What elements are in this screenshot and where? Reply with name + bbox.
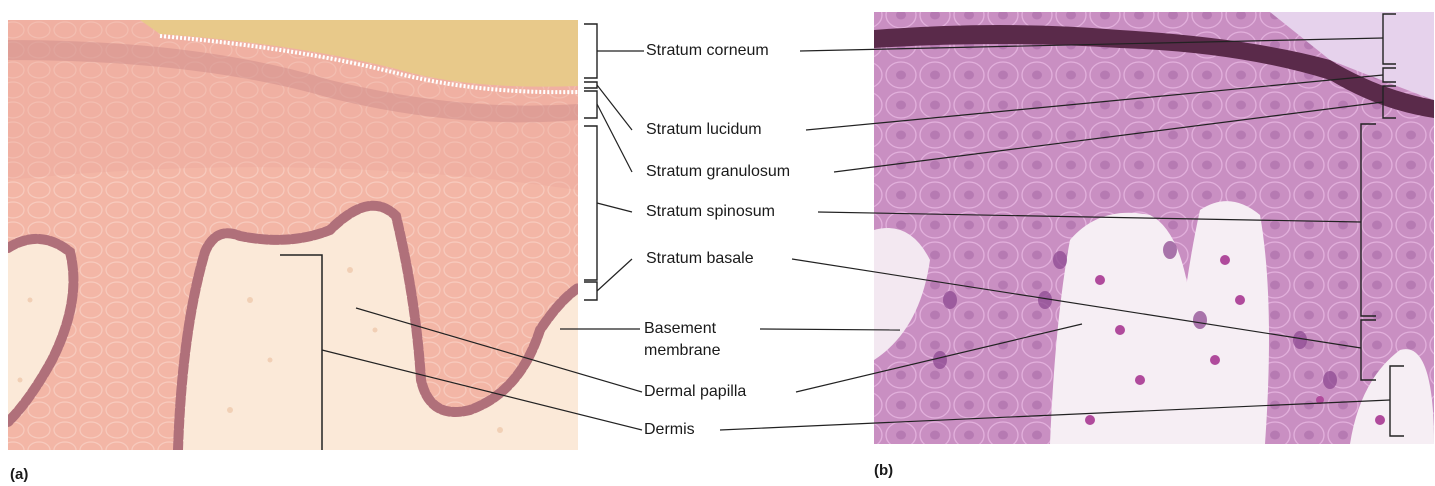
label-basement-membrane-line2: membrane [644,342,720,360]
illustration-panel-a [8,20,578,450]
label-basement-membrane-line1: Basement [644,320,716,338]
panel-label-a: (a) [10,466,28,483]
label-stratum-lucidum: Stratum lucidum [646,121,762,139]
micrograph-panel-b [874,12,1434,444]
panel-label-b: (b) [874,462,893,479]
brackets-panel-a [584,24,597,300]
label-dermal-papilla: Dermal papilla [644,383,746,401]
label-stratum-granulosum: Stratum granulosum [646,163,790,181]
label-stratum-spinosum: Stratum spinosum [646,203,775,221]
label-stratum-basale: Stratum basale [646,250,754,268]
label-stratum-corneum: Stratum corneum [646,42,769,60]
label-dermis: Dermis [644,421,695,439]
